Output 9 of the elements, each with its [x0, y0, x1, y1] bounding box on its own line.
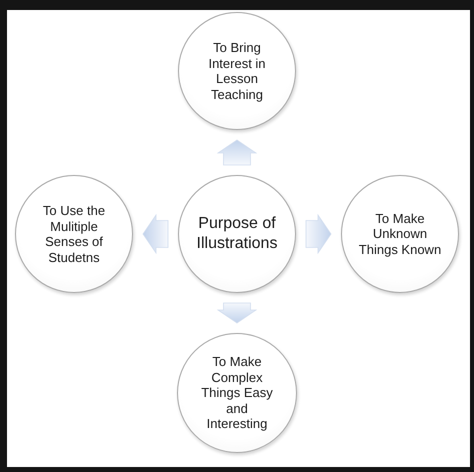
block-arrow	[216, 140, 258, 166]
block-arrow	[142, 214, 168, 254]
node-text: To Bring Interest in Lesson Teaching	[207, 40, 267, 102]
node-text: To Make Unknown Things Known	[358, 210, 442, 258]
block-arrow	[216, 302, 258, 324]
node-text: To Make Complex Things Easy and Interesting	[200, 354, 274, 432]
node-text: To Use the Mulitiple Senses of Studetns	[42, 203, 106, 265]
block-arrow	[306, 214, 332, 254]
node-text: Purpose of Illustrations	[196, 214, 278, 254]
